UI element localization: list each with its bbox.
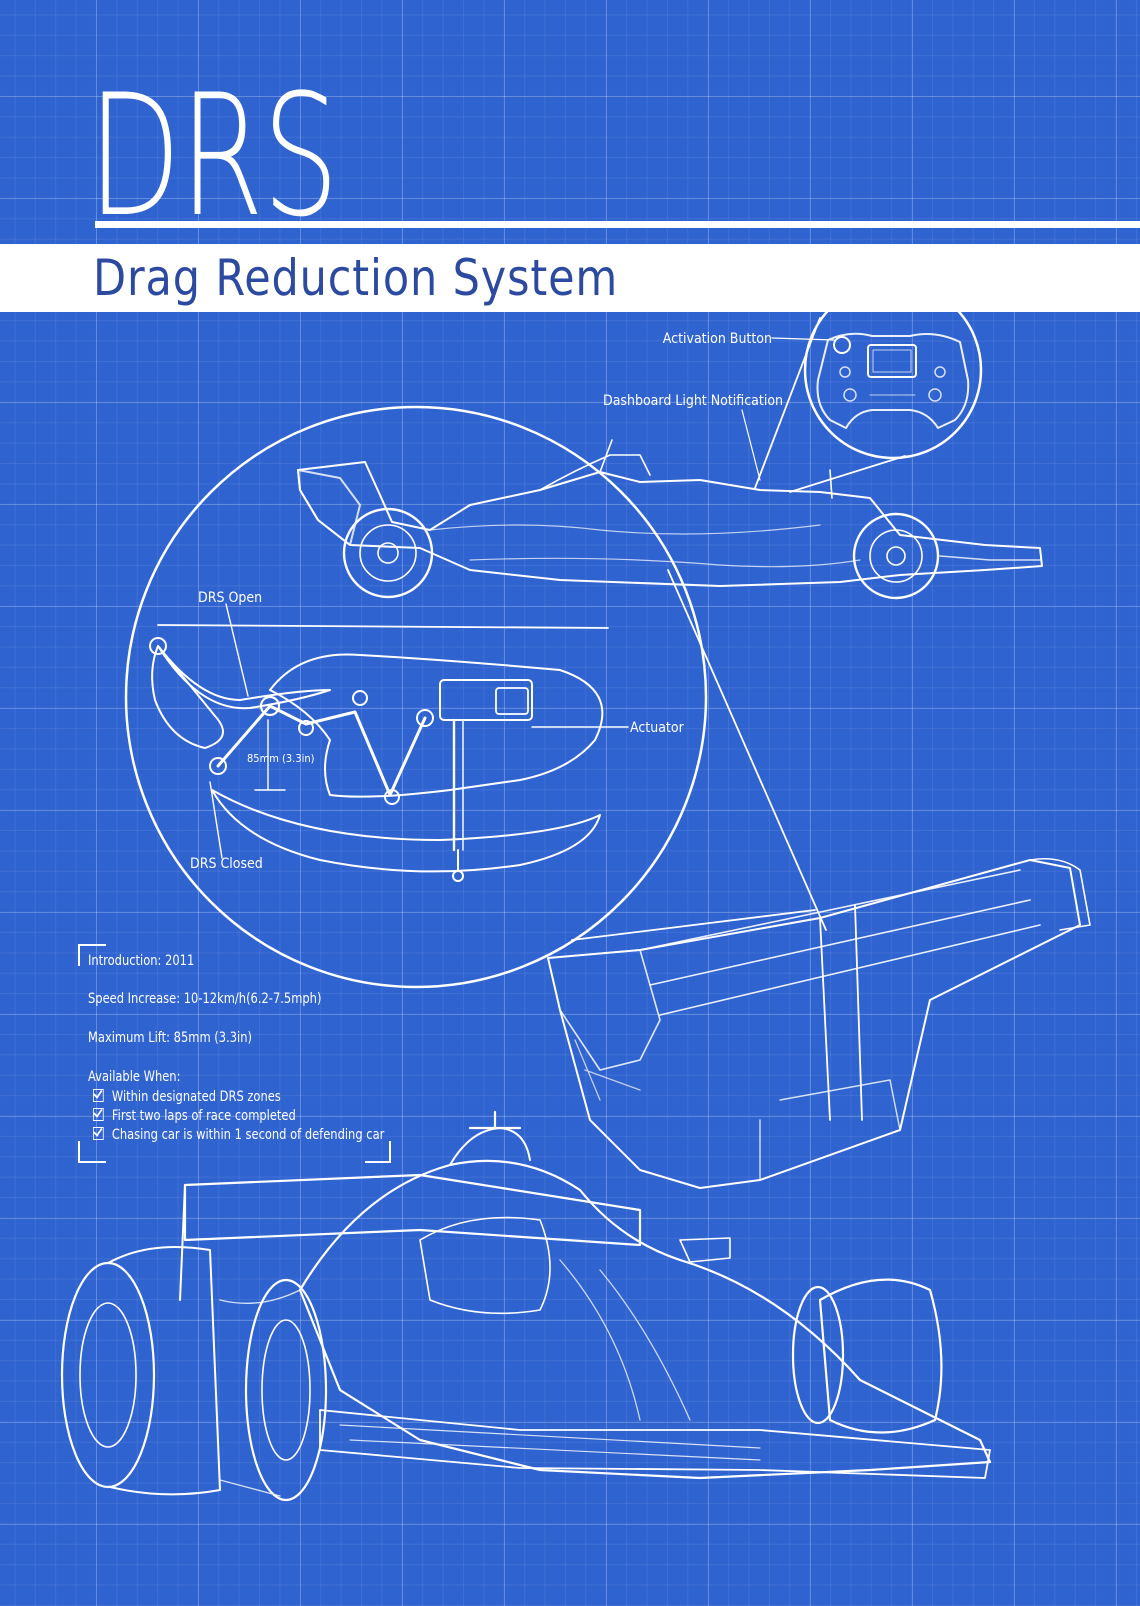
condition-item: Chasing car is within 1 second of defend… <box>93 1126 384 1143</box>
drs-mechanism-illustration <box>149 624 609 882</box>
f1-car-side-illustration <box>297 439 1043 600</box>
spec-introduction: Introduction: 2011 <box>88 953 195 969</box>
f1-car-front-illustration <box>60 1110 992 1502</box>
checkbox-checked-icon <box>93 1127 104 1140</box>
condition-item: Within designated DRS zones <box>93 1088 281 1105</box>
label-actuator: Actuator <box>630 720 685 736</box>
label-activation-button: Activation Button <box>663 331 772 347</box>
condition-text: Chasing car is within 1 second of defend… <box>111 1127 385 1143</box>
label-drs-open: DRS Open <box>198 590 262 606</box>
drs-detail-circle <box>124 405 708 989</box>
spec-available-when: Available When: <box>88 1069 181 1085</box>
condition-item: First two laps of race completed <box>93 1107 296 1124</box>
condition-text: First two laps of race completed <box>111 1108 296 1124</box>
poster-subtitle: Drag Reduction System <box>93 249 619 307</box>
checkbox-checked-icon <box>93 1089 104 1102</box>
title-rule <box>95 221 1140 228</box>
label-drs-closed: DRS Closed <box>190 856 263 872</box>
condition-text: Within designated DRS zones <box>111 1089 281 1105</box>
bracket-bottom-left <box>78 1141 106 1163</box>
bracket-top-left <box>78 944 106 966</box>
bracket-bottom-right <box>365 1141 391 1163</box>
spec-speed-increase: Speed Increase: 10-12km/h(6.2-7.5mph) <box>88 991 322 1007</box>
poster-title: DRS <box>88 58 339 254</box>
steering-wheel-illustration <box>803 280 983 460</box>
spec-maximum-lift: Maximum Lift: 85mm (3.3in) <box>88 1030 252 1046</box>
checkbox-checked-icon <box>93 1108 104 1121</box>
rear-wing-illustration <box>547 857 1091 1189</box>
subtitle-band <box>0 244 1140 312</box>
label-dashboard-light: Dashboard Light Notification <box>603 393 783 409</box>
label-lift-measure: 85mm (3.3in) <box>247 752 315 765</box>
